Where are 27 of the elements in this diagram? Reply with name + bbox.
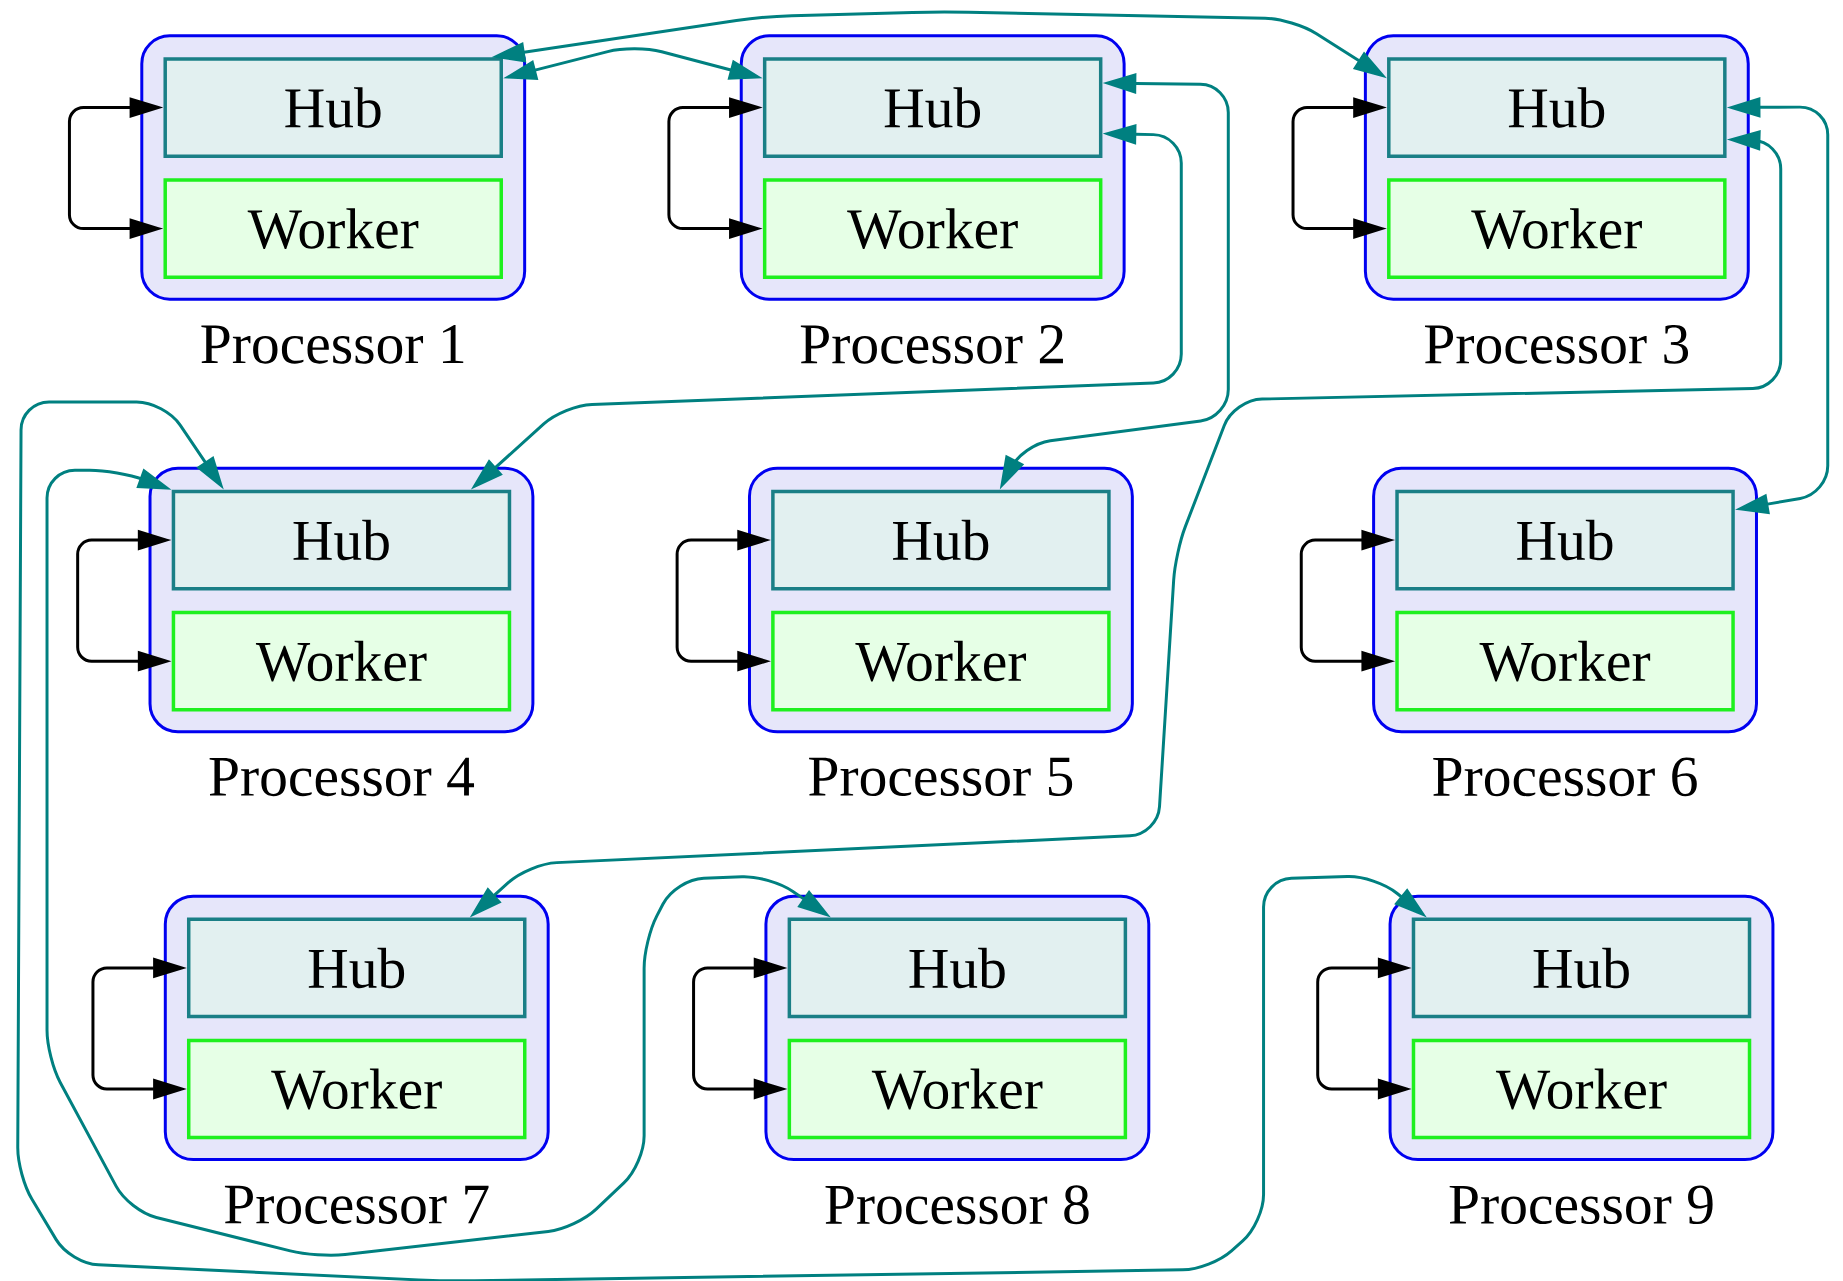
processor-label: Processor 7 <box>224 1185 489 1224</box>
hub-box: Hub <box>1395 489 1735 591</box>
worker-box: Worker <box>186 1038 527 1140</box>
hub-box: Hub <box>186 917 527 1019</box>
hub-box: Hub <box>762 57 1103 158</box>
worker-box: Worker <box>163 178 503 279</box>
processor-label: Processor 8 <box>825 1185 1089 1225</box>
hub-box: Hub <box>163 57 503 158</box>
processor-label: Processor 4 <box>209 757 474 797</box>
processor-label: Processor 6 <box>1433 757 1697 797</box>
worker-box: Worker <box>771 610 1111 712</box>
hub-box: Hub <box>1387 57 1727 158</box>
processor-label: Processor 2 <box>800 325 1063 364</box>
worker-box: Worker <box>1387 178 1727 279</box>
hub-box: Hub <box>1411 917 1752 1019</box>
processor-label: Processor 5 <box>809 757 1073 796</box>
hub-box: Hub <box>171 489 512 591</box>
hub-box: Hub <box>787 917 1128 1019</box>
worker-box: Worker <box>1411 1038 1752 1140</box>
worker-box: Worker <box>1395 610 1735 712</box>
hub-box: Hub <box>771 489 1111 591</box>
worker-box: Worker <box>762 178 1103 279</box>
processor-label: Processor 9 <box>1449 1185 1713 1225</box>
processor-label: Processor 3 <box>1425 325 1689 364</box>
worker-box: Worker <box>787 1038 1128 1140</box>
processor-label: Processor 1 <box>201 325 464 364</box>
worker-box: Worker <box>171 610 512 712</box>
